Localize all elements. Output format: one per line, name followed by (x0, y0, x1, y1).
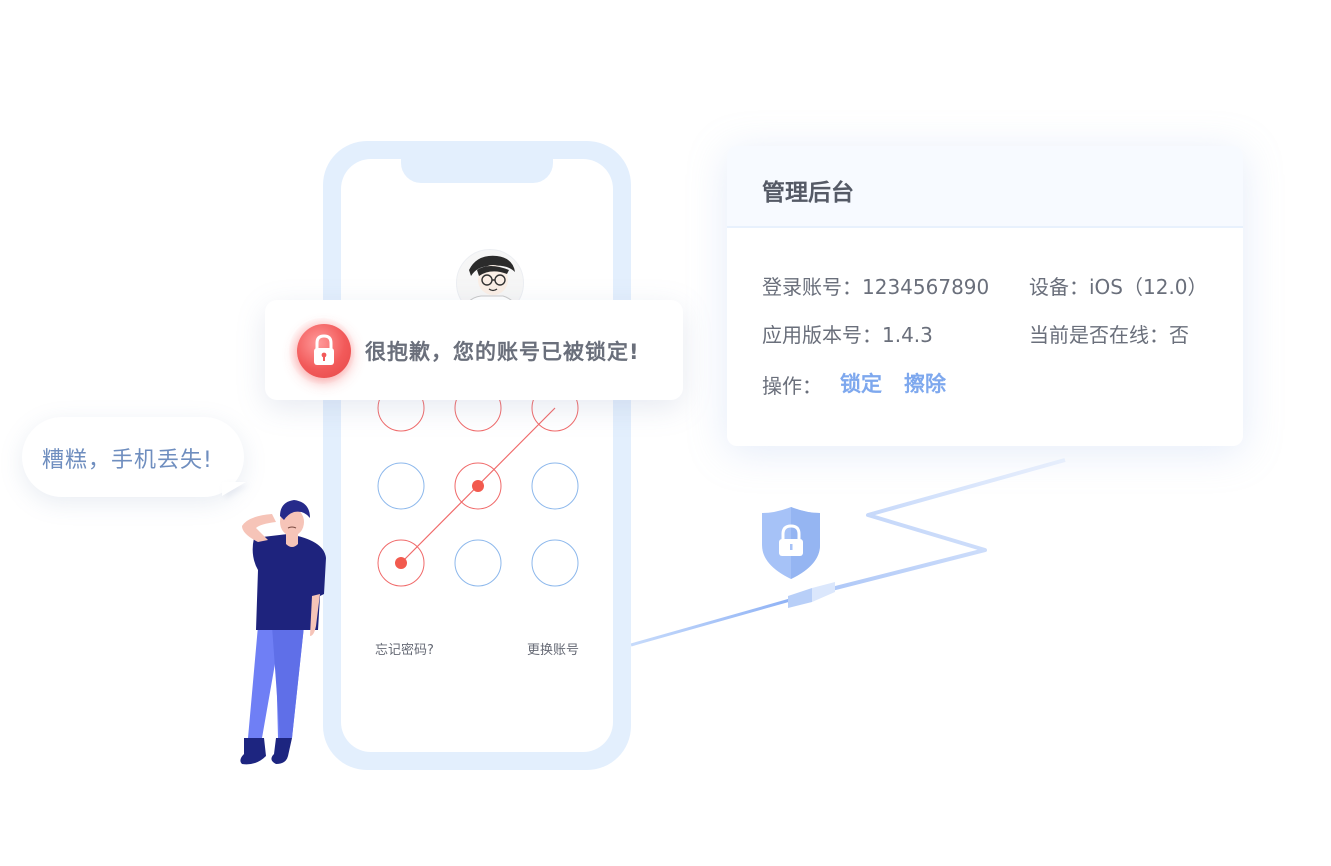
version-info: 应用版本号：1.4.3 (762, 319, 933, 348)
device-label: 设备： (1029, 275, 1089, 299)
account-label: 登录账号： (762, 275, 862, 299)
phone-frame: 忘记密码? 更换账号 (323, 141, 631, 770)
phone-screen: 忘记密码? 更换账号 (341, 159, 613, 752)
shield-lock-icon (762, 507, 820, 579)
account-info: 登录账号：1234567890 (762, 271, 989, 300)
wipe-button[interactable]: 擦除 (904, 372, 946, 396)
admin-panel-title: 管理后台 (762, 180, 854, 206)
lock-icon (297, 324, 351, 378)
speech-bubble (22, 417, 244, 497)
online-status-info: 当前是否在线：否 (1029, 319, 1189, 348)
lock-button[interactable]: 锁定 (840, 372, 882, 396)
version-label: 应用版本号： (762, 323, 882, 347)
unlock-pattern[interactable] (371, 387, 587, 587)
pattern-dot-6 (531, 462, 579, 510)
online-label: 当前是否在线： (1029, 323, 1169, 347)
pattern-dot-1 (377, 387, 425, 432)
pattern-dot-8 (454, 539, 502, 587)
switch-account-link[interactable]: 更换账号 (527, 643, 580, 658)
actions-label: 操作： (762, 374, 822, 398)
pattern-dot-3 (531, 387, 579, 432)
speech-bubble-text: 糟糕，手机丢失! (42, 448, 213, 473)
speech-bubble-tail (222, 482, 246, 496)
pattern-dot-9 (531, 539, 579, 587)
device-value: iOS（12.0） (1089, 275, 1208, 299)
account-locked-toast: 很抱歉，您的账号已被锁定! (265, 300, 683, 400)
account-value: 1234567890 (862, 275, 990, 299)
phone-notch (401, 159, 553, 183)
online-value: 否 (1169, 323, 1189, 347)
admin-panel: 管理后台 登录账号：1234567890 设备：iOS（12.0） 应用版本号：… (727, 146, 1243, 446)
forgot-password-link[interactable]: 忘记密码? (375, 643, 434, 658)
pattern-dot-5 (454, 462, 502, 510)
pattern-dot-2 (454, 387, 502, 432)
worried-person-illustration (240, 500, 326, 765)
version-value: 1.4.3 (882, 323, 933, 347)
pattern-dot-7 (377, 539, 425, 587)
device-info: 设备：iOS（12.0） (1029, 271, 1208, 300)
locked-message: 很抱歉，您的账号已被锁定! (365, 340, 640, 364)
pattern-dot-4 (377, 462, 425, 510)
admin-panel-header: 管理后台 (727, 146, 1243, 228)
